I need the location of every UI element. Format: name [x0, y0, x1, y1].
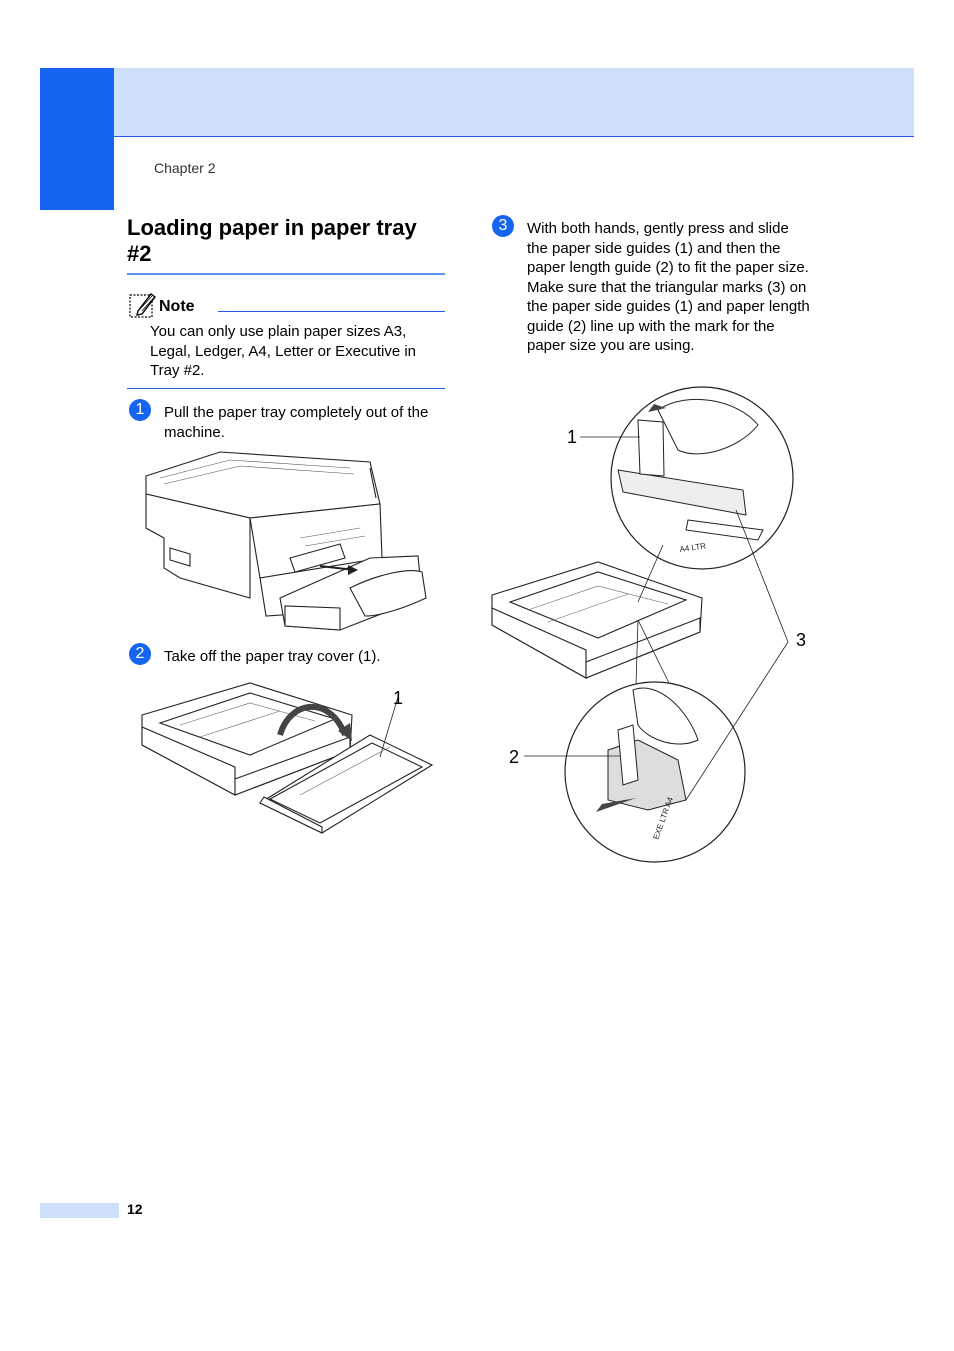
- paper-guides-illustration: A4 LTR EXE LTR A4: [491, 386, 794, 863]
- footer-bar: [40, 1203, 119, 1218]
- note-rule: [127, 388, 445, 389]
- header-band: [113, 68, 914, 137]
- figure2-callout-1: 1: [393, 688, 404, 708]
- chapter-label: Chapter 2: [154, 160, 216, 176]
- step-1-text: Pull the paper tray completely out of th…: [164, 404, 429, 441]
- step-2-number: 2: [129, 643, 151, 665]
- page-number: 12: [127, 1201, 143, 1217]
- note-pencil-icon: [129, 293, 156, 318]
- chapter-tab: [40, 68, 114, 210]
- svg-text:A4 LTR: A4 LTR: [679, 541, 707, 554]
- machine-pull-tray-illustration: [145, 451, 427, 631]
- tray-cover-removal-illustration: [141, 682, 434, 834]
- figure3-callout-2: 2: [509, 747, 520, 767]
- title-rule: [127, 273, 445, 275]
- step-1-number: 1: [129, 399, 151, 421]
- note-text: You can only use plain paper sizes A3, L…: [150, 323, 417, 379]
- figure3-callout-1: 1: [567, 427, 578, 447]
- note-divider: [218, 311, 445, 312]
- section-title: Loading paper in paper tray #2: [127, 215, 417, 266]
- step-3-text: With both hands, gently press and slide …: [527, 220, 810, 354]
- figure3-callout-3: 3: [796, 630, 807, 650]
- note-label: Note: [159, 298, 195, 315]
- step-2-text: Take off the paper tray cover (1).: [164, 648, 381, 665]
- step-3-number: 3: [492, 215, 514, 237]
